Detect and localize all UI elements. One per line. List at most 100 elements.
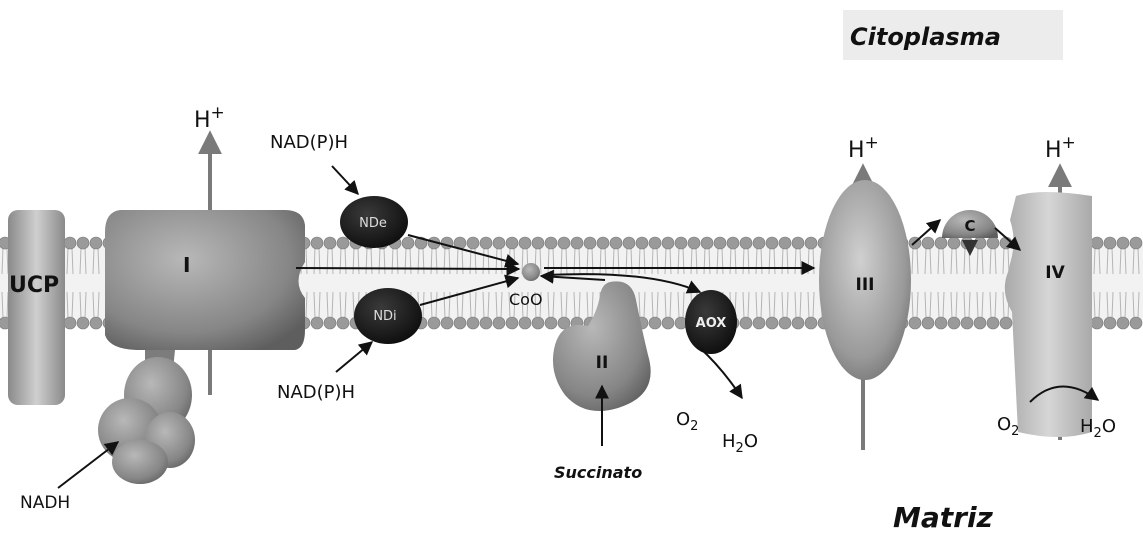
- lipid-tail: [994, 247, 997, 275]
- lipid-head: [583, 236, 597, 250]
- lipid-tail: [443, 291, 446, 319]
- lipid-head: [518, 236, 532, 250]
- nadh-label: NADH: [20, 493, 70, 513]
- lipid-tail: [755, 291, 758, 319]
- lipid-tail: [929, 291, 932, 319]
- succinate-label: Succinato: [554, 463, 642, 482]
- lipid-head: [518, 316, 532, 330]
- lipid-tail: [976, 247, 979, 275]
- lipid-tail: [612, 247, 615, 275]
- lipid-tail: [1124, 247, 1127, 275]
- lipid-head: [89, 316, 103, 330]
- lipid-head: [791, 316, 805, 330]
- lipid-tail: [1132, 247, 1135, 275]
- lipid-tail: [79, 291, 82, 319]
- lipid-tail: [656, 247, 659, 275]
- lipid-head: [466, 236, 480, 250]
- lipid-tail: [916, 291, 919, 319]
- lipid-tail: [552, 247, 555, 275]
- lipid-tail: [630, 247, 633, 275]
- lipid-head: [557, 316, 571, 330]
- lipid-tail: [742, 247, 745, 275]
- lipid-tail: [560, 291, 563, 319]
- lipid-tail: [950, 247, 953, 275]
- lipid-head: [570, 236, 584, 250]
- lipid-tail: [669, 247, 672, 275]
- lipid-head: [986, 316, 1000, 330]
- lipid-tail: [981, 247, 984, 275]
- lipid-head: [63, 316, 77, 330]
- lipid-tail: [937, 291, 940, 319]
- lipid-head: [804, 236, 818, 250]
- lipid-tail: [768, 247, 771, 275]
- lipid-tail: [794, 291, 797, 319]
- lipid-head: [947, 236, 961, 250]
- lipid-tail: [942, 247, 945, 275]
- complex-iii: III: [819, 180, 911, 380]
- lipid-tail: [435, 247, 438, 275]
- h2o-iv-label: H2O: [1080, 416, 1116, 441]
- lipid-tail: [682, 291, 685, 319]
- lipid-tail: [747, 247, 750, 275]
- lipid-head: [1103, 236, 1117, 250]
- lipid-head: [999, 316, 1013, 330]
- lipid-tail: [1111, 247, 1114, 275]
- lipid-head: [89, 236, 103, 250]
- lipid-tail: [339, 247, 342, 275]
- lipid-tail: [305, 291, 308, 319]
- lipid-tail: [430, 291, 433, 319]
- lipid-head: [1090, 316, 1104, 330]
- lipid-head: [479, 316, 493, 330]
- lipid-tail: [1132, 291, 1135, 319]
- lipid-tail: [807, 291, 810, 319]
- lipid-tail: [508, 291, 511, 319]
- lipid-tail: [916, 247, 919, 275]
- lipid-tail: [318, 247, 321, 275]
- lipid-tail: [461, 291, 464, 319]
- lipid-tail: [443, 247, 446, 275]
- lipid-tail: [521, 247, 524, 275]
- lipid-tail: [812, 291, 815, 319]
- lipid-tail: [339, 291, 342, 319]
- lipid-head: [505, 316, 519, 330]
- lipid-tail: [391, 247, 394, 275]
- lipid-tail: [747, 291, 750, 319]
- lipid-head: [1129, 316, 1143, 330]
- lipid-tail: [331, 247, 334, 275]
- lipid-head: [63, 236, 77, 250]
- complex-iii-label: III: [856, 275, 875, 295]
- lipid-tail: [409, 247, 412, 275]
- lipid-tail: [677, 247, 680, 275]
- lipid-tail: [781, 247, 784, 275]
- lipid-tail: [955, 247, 958, 275]
- lipid-tail: [1098, 247, 1101, 275]
- ucp-protein: UCP: [8, 210, 65, 405]
- lipid-tail: [318, 291, 321, 319]
- lipid-tail: [716, 247, 719, 275]
- lipid-tail: [1137, 247, 1140, 275]
- lipid-tail: [703, 247, 706, 275]
- lipid-tail: [599, 247, 602, 275]
- lipid-head: [713, 236, 727, 250]
- lipid-tail: [760, 291, 763, 319]
- lipid-tail: [664, 247, 667, 275]
- lipid-tail: [669, 291, 672, 319]
- lipid-tail: [560, 247, 563, 275]
- lipid-tail: [344, 247, 347, 275]
- lipid-tail: [66, 291, 69, 319]
- lipid-head: [739, 236, 753, 250]
- lipid-head: [765, 316, 779, 330]
- ndi-label: NDi: [373, 309, 396, 324]
- lipid-head: [973, 316, 987, 330]
- lipid-head: [544, 236, 558, 250]
- lipid-tail: [1106, 291, 1109, 319]
- lipid-tail: [331, 291, 334, 319]
- lipid-tail: [695, 247, 698, 275]
- lipid-tail: [84, 247, 87, 275]
- lipid-head: [323, 236, 337, 250]
- lipid-tail: [1124, 291, 1127, 319]
- lipid-head: [596, 236, 610, 250]
- lipid-tail: [729, 247, 732, 275]
- nadph-bottom-label: NAD(P)H: [277, 382, 355, 403]
- lipid-tail: [924, 291, 927, 319]
